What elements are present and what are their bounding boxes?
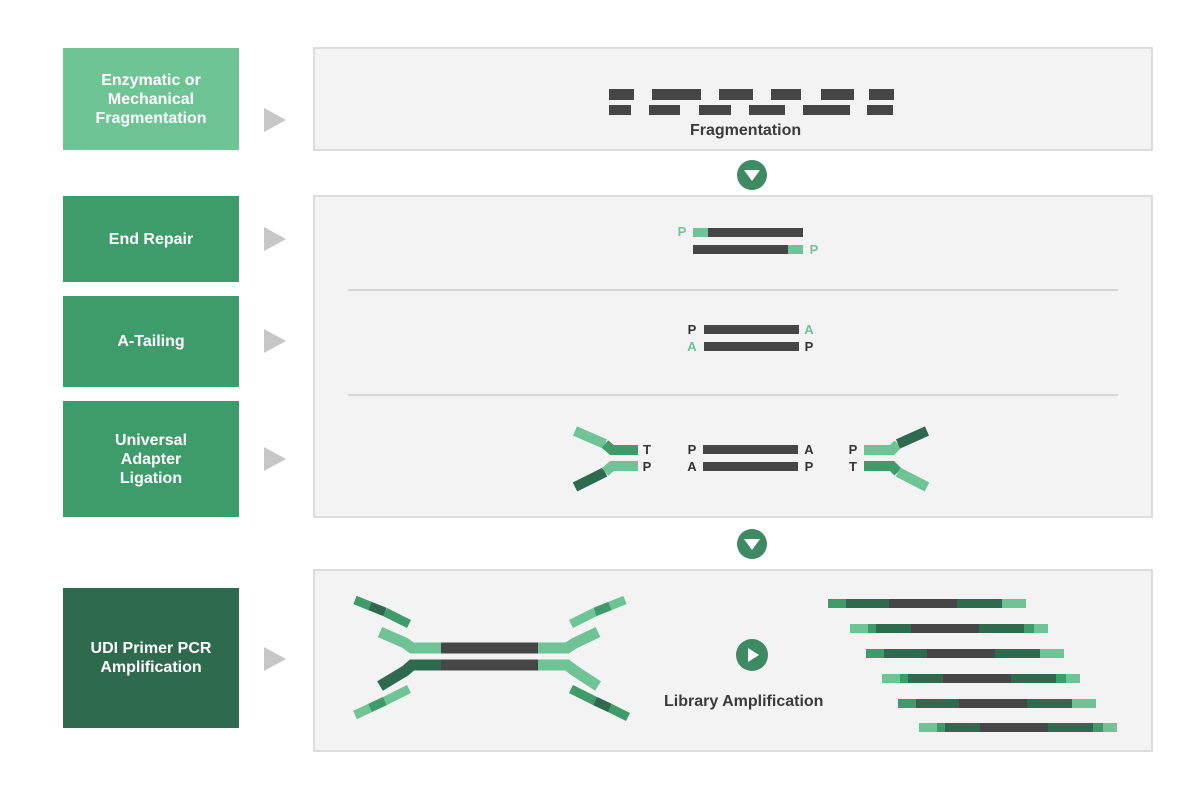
end-label: A [687,339,697,354]
play-arrow-icon [736,639,768,671]
end-label: P [678,224,687,239]
arrow-right-icon [264,329,286,353]
adapter-right [864,426,930,492]
dna-fragments [609,89,894,115]
arrow-right-icon [264,447,286,471]
library-amplification-caption: Library Amplification [664,693,824,710]
end-label: A [804,322,814,337]
amplified-library [828,599,1117,732]
step-adapter-ligation: Universal Adapter Ligation [63,401,239,517]
arrow-right-icon [264,108,286,132]
a-tailing-graphic [704,325,799,351]
arrow-right-icon [264,647,286,671]
pcr-template [377,626,602,691]
end-label: P [805,339,814,354]
end-repair-graphic [693,228,803,254]
arrow-right-icon [264,227,286,251]
divider [348,289,1118,291]
end-label: P [643,459,652,474]
end-label: P [688,322,697,337]
end-label: T [849,459,857,474]
end-label: P [810,242,819,257]
end-label: A [804,442,814,457]
pcr-primers [353,595,631,722]
down-arrow-icon [737,529,767,559]
step-end-repair: End Repair [63,196,239,282]
ligation-insert [703,445,798,471]
step-pcr-amplification: UDI Primer PCR Amplification [63,588,239,728]
fragmentation-caption: Fragmentation [690,122,802,139]
end-label: P [849,442,858,457]
end-label: A [687,459,697,474]
divider [348,394,1118,396]
end-label: P [805,459,814,474]
step-fragmentation: Enzymatic or Mechanical Fragmentation [63,48,239,150]
down-arrow-icon [737,160,767,190]
step-a-tailing: A-Tailing [63,296,239,387]
end-label: T [643,442,651,457]
adapter-left [572,426,638,492]
end-label: P [688,442,697,457]
